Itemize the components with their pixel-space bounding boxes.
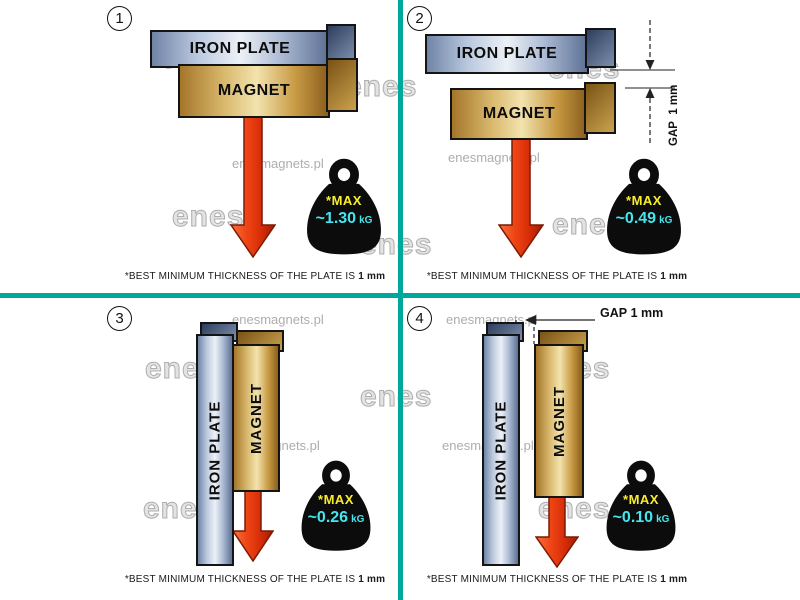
iron-plate-label: IRON PLATE xyxy=(492,400,510,500)
force-unit: kG xyxy=(656,514,670,526)
iron-plate-label: IRON PLATE xyxy=(189,40,291,57)
force-unit: kG xyxy=(351,514,365,526)
max-label: *MAX xyxy=(326,192,362,208)
magnet-end-face xyxy=(326,58,358,112)
force-value: ~1.30 xyxy=(315,209,357,227)
force-unit: kG xyxy=(359,214,373,226)
panel-number: 1 xyxy=(107,6,132,31)
max-label: *MAX xyxy=(623,492,659,508)
magnet-end-face xyxy=(584,82,616,134)
panel-number-text: 2 xyxy=(415,10,424,27)
footnote-text: *BEST MINIMUM THICKNESS OF THE PLATE IS xyxy=(426,271,658,282)
iron-plate: IRON PLATE xyxy=(150,30,330,68)
iron-plate: IRON PLATE xyxy=(482,334,520,566)
max-label: *MAX xyxy=(318,492,354,508)
force-value: ~0.26 xyxy=(307,509,349,527)
magnet: MAGNET xyxy=(178,64,330,118)
footnote-bold: 1 mm xyxy=(660,271,688,282)
panel-number-text: 3 xyxy=(115,310,124,327)
magnet-label: MAGNET xyxy=(247,382,265,454)
magnet-label: MAGNET xyxy=(550,385,568,457)
magnet: MAGNET xyxy=(232,344,280,492)
footnote: *BEST MINIMUM THICKNESS OF THE PLATE IS … xyxy=(412,574,702,585)
site-watermark: enesmagnets.pl xyxy=(232,312,324,327)
footnote-bold: 1 mm xyxy=(358,271,386,282)
magnet-label: MAGNET xyxy=(217,82,291,99)
divider-horizontal xyxy=(0,293,800,298)
enes-logo-watermark: enes xyxy=(359,380,433,414)
footnote: *BEST MINIMUM THICKNESS OF THE PLATE IS … xyxy=(412,271,702,282)
gap-value: 1 mm xyxy=(630,306,664,320)
force-value: ~0.10 xyxy=(612,509,654,527)
panel-number: 2 xyxy=(407,6,432,31)
pull-force-arrow-icon xyxy=(230,114,276,258)
force-unit: kG xyxy=(659,214,673,226)
magnet: MAGNET xyxy=(534,344,584,498)
magnet: MAGNET xyxy=(450,88,588,140)
gap-label: GAP 1 mm xyxy=(600,306,663,320)
panel-number-text: 1 xyxy=(115,10,124,27)
footnote-bold: 1 mm xyxy=(660,574,688,585)
iron-plate-end-face xyxy=(326,24,356,62)
iron-plate-label: IRON PLATE xyxy=(206,400,224,500)
iron-plate-label: IRON PLATE xyxy=(456,45,558,62)
footnote: *BEST MINIMUM THICKNESS OF THE PLATE IS … xyxy=(90,574,420,585)
panel-number-text: 4 xyxy=(415,310,424,327)
footnote-text: *BEST MINIMUM THICKNESS OF THE PLATE IS xyxy=(124,574,356,585)
force-value: ~0.49 xyxy=(615,209,657,227)
panel-number: 3 xyxy=(107,306,132,331)
gap-word: GAP xyxy=(668,121,680,146)
gap-label: GAP 1 mm xyxy=(652,58,680,148)
footnote-text: *BEST MINIMUM THICKNESS OF THE PLATE IS xyxy=(426,574,658,585)
footnote-text: *BEST MINIMUM THICKNESS OF THE PLATE IS xyxy=(124,271,356,282)
pull-force-arrow-icon xyxy=(498,136,544,258)
gap-value: 1 mm xyxy=(668,84,680,115)
max-label: *MAX xyxy=(626,192,662,208)
iron-plate-end-face xyxy=(585,28,616,68)
gap-word: GAP xyxy=(600,306,628,320)
gap-dimension-indicator xyxy=(610,20,675,146)
panel-number: 4 xyxy=(407,306,432,331)
magnet-label: MAGNET xyxy=(482,105,556,122)
divider-vertical xyxy=(398,0,403,600)
iron-plate: IRON PLATE xyxy=(196,334,234,566)
iron-plate: IRON PLATE xyxy=(425,34,589,74)
enes-logo-watermark: enes xyxy=(171,200,245,234)
footnote: *BEST MINIMUM THICKNESS OF THE PLATE IS … xyxy=(90,271,420,282)
footnote-bold: 1 mm xyxy=(358,574,386,585)
pull-force-arrow-icon xyxy=(535,490,579,568)
